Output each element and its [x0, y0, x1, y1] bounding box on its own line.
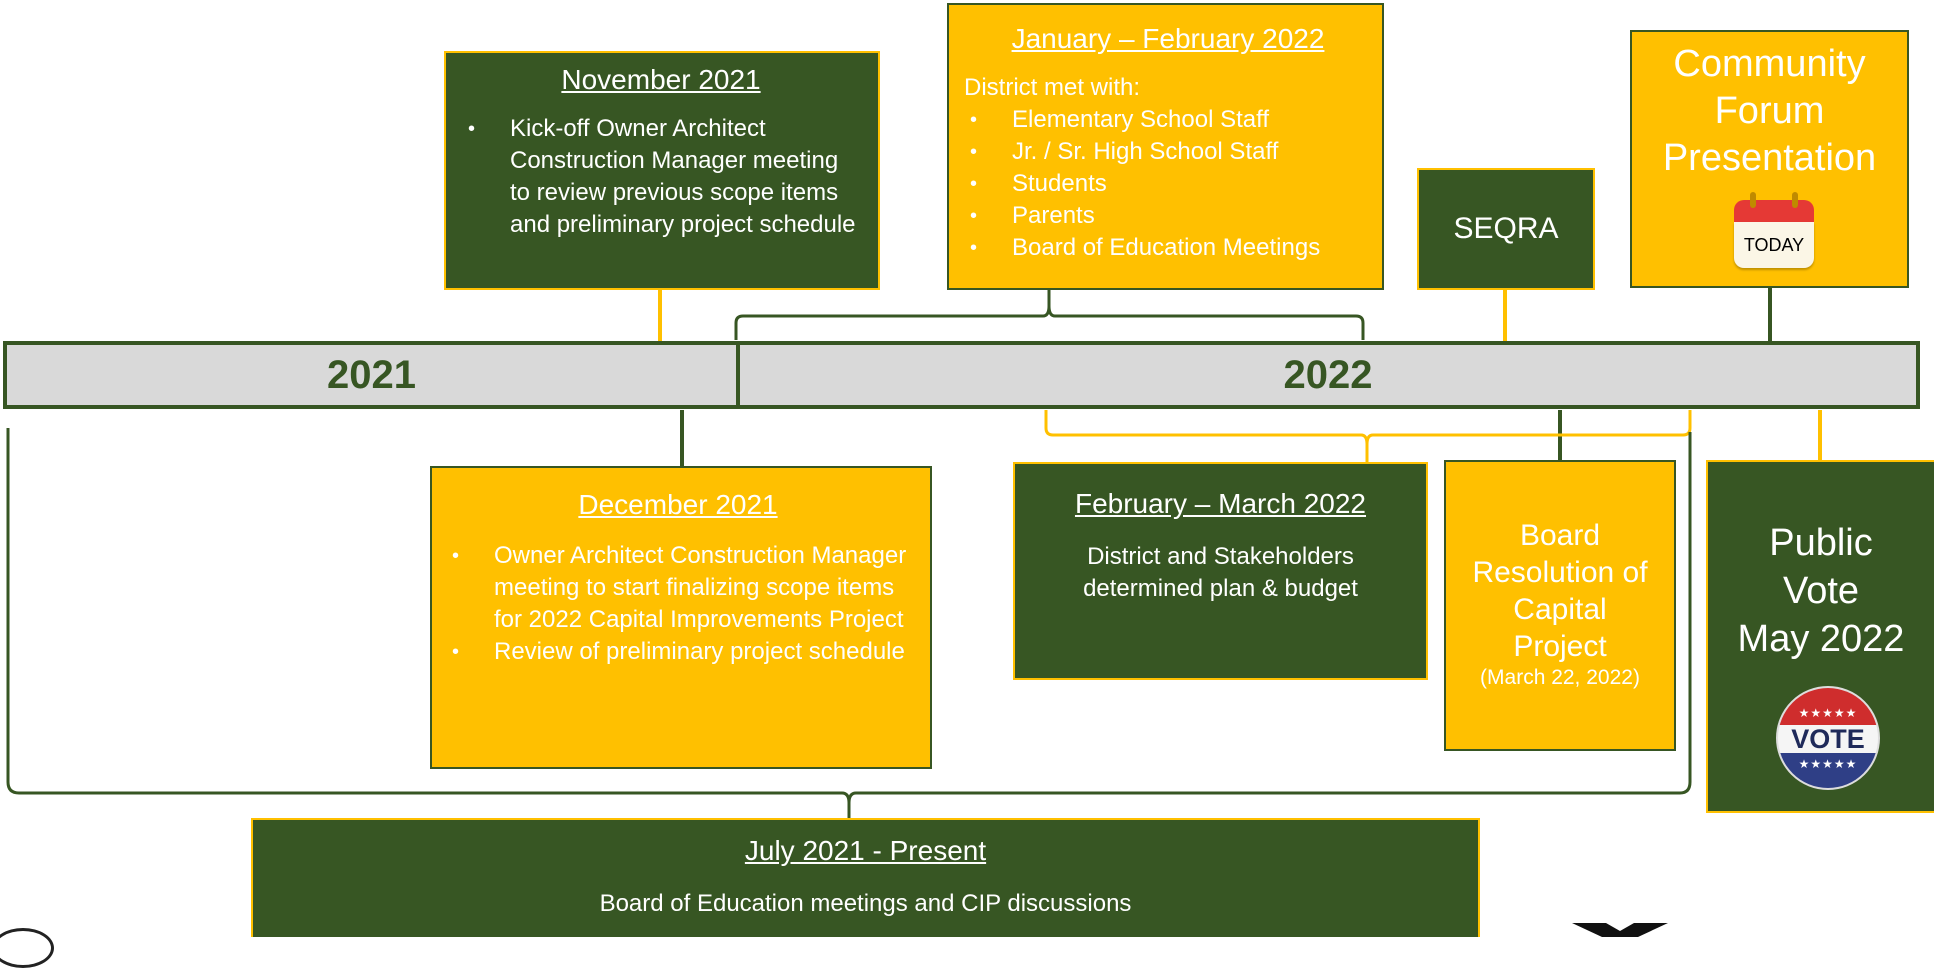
dec-2021-list: Owner Architect Construction Manager mee…: [446, 540, 910, 668]
forum-connector: [1768, 288, 1772, 342]
seqra-connector: [1503, 290, 1507, 342]
vote-connector: [1818, 410, 1822, 462]
public-vote-box: Public Vote May 2022 ★★★★★ VOTE ★★★★★: [1706, 460, 1934, 813]
febmar-2022-title: February – March 2022: [1074, 488, 1367, 519]
febmar-bracket: [1044, 410, 1692, 462]
janfeb-bullet: Jr. / Sr. High School Staff: [964, 136, 1372, 168]
resolution-line: Board: [1519, 519, 1601, 552]
janfeb-list: Elementary School Staff Jr. / Sr. High S…: [964, 104, 1372, 264]
logo-left: [0, 928, 54, 968]
dec-bullet: Owner Architect Construction Manager mee…: [446, 540, 910, 636]
dec-2021-box: December 2021 Owner Architect Constructi…: [430, 466, 932, 769]
calendar-body: TODAY: [1734, 222, 1814, 268]
janfeb-bullet: Board of Education Meetings: [964, 232, 1372, 264]
janfeb-bullet: Elementary School Staff: [964, 104, 1372, 136]
calendar-ring: [1750, 192, 1756, 208]
nov-2021-box: November 2021 Kick-off Owner Architect C…: [444, 51, 880, 290]
resolution-connector: [1558, 410, 1562, 462]
nov-2021-list: Kick-off Owner Architect Construction Ma…: [462, 113, 860, 241]
febmar-2022-box: February – March 2022 District and Stake…: [1013, 462, 1428, 680]
resolution-title: Board Resolution of Capital Project: [1446, 517, 1674, 665]
janfeb-bullet: Parents: [964, 200, 1372, 232]
dec-2021-title: December 2021: [578, 489, 778, 520]
year-2021-label: 2021: [327, 353, 416, 397]
febmar-body: District and Stakeholders determined pla…: [1083, 543, 1358, 602]
calendar-ring: [1792, 192, 1798, 208]
dec-connector: [680, 410, 684, 466]
year-2022-label: 2022: [1283, 353, 1373, 397]
nov-connector: [658, 290, 662, 342]
forum-title-line: Forum: [1714, 90, 1825, 132]
resolution-line: Resolution of: [1472, 556, 1648, 589]
calendar-header: [1734, 200, 1814, 226]
vote-title-line: Vote: [1782, 570, 1860, 612]
july-body: Board of Education meetings and CIP disc…: [599, 890, 1132, 917]
vote-title: Public Vote May 2022: [1708, 519, 1934, 663]
timeline-bar: 2021 2022: [3, 341, 1920, 409]
july-2021-title: July 2021 - Present: [744, 835, 987, 866]
calendar-today-text: TODAY: [1743, 234, 1805, 255]
forum-title-line: Community: [1673, 43, 1866, 85]
vote-title-line: May 2022: [1737, 618, 1905, 660]
vote-badge-top: ★★★★★: [1778, 688, 1878, 725]
july-2021-box: July 2021 - Present Board of Education m…: [251, 818, 1480, 937]
dec-bullet: Review of preliminary project schedule: [446, 636, 910, 668]
calendar-icon: TODAY: [1734, 192, 1814, 270]
janfeb-intro: District met with:: [964, 74, 1141, 101]
vote-badge-text: VOTE: [1791, 724, 1865, 754]
nov-2021-title: November 2021: [561, 64, 761, 95]
logo-right: [1572, 923, 1668, 937]
nov-bullet: Kick-off Owner Architect Construction Ma…: [462, 113, 860, 241]
seqra-label: SEQRA: [1453, 212, 1559, 245]
resolution-line: Capital: [1513, 593, 1607, 626]
year-divider: [736, 341, 740, 409]
seqra-box: SEQRA: [1417, 168, 1595, 290]
vote-badge-icon: ★★★★★ VOTE ★★★★★: [1776, 686, 1880, 790]
vote-badge-bottom: ★★★★★: [1778, 753, 1878, 788]
vote-title-line: Public: [1769, 522, 1873, 564]
resolution-line: Project: [1513, 630, 1607, 663]
resolution-date: (March 22, 2022): [1480, 666, 1640, 689]
janfeb-2022-box: January – February 2022 District met wit…: [947, 3, 1384, 290]
board-resolution-box: Board Resolution of Capital Project (Mar…: [1444, 460, 1676, 751]
janfeb-bullet: Students: [964, 168, 1372, 200]
forum-title: Community Forum Presentation: [1632, 41, 1907, 182]
janfeb-2022-title: January – February 2022: [1011, 23, 1325, 54]
forum-title-line: Presentation: [1662, 137, 1877, 179]
community-forum-box: Community Forum Presentation TODAY: [1630, 30, 1909, 288]
